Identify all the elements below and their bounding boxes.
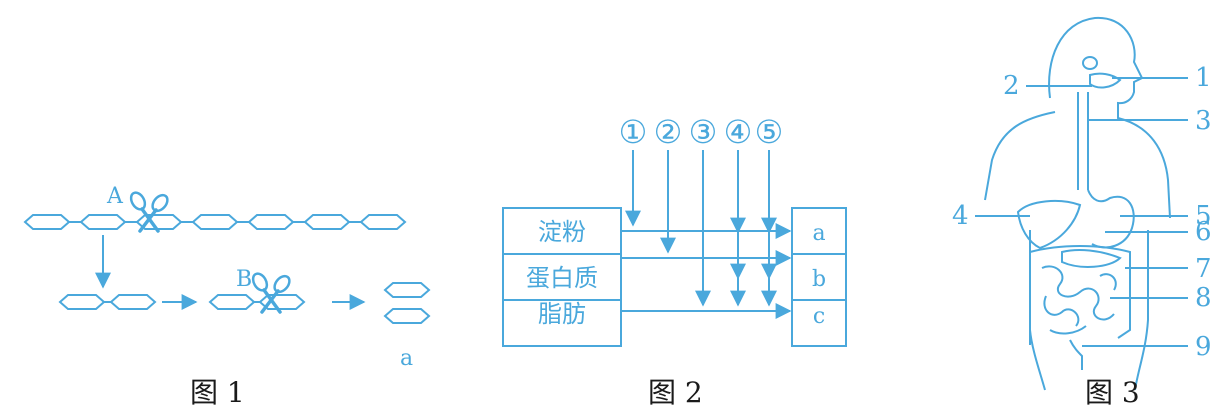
nutrient-label-starch: 淀粉 (538, 218, 586, 246)
product-label-a: a (400, 346, 413, 371)
organ-label-3: 3 (1195, 106, 1212, 136)
figure-2-caption: 图 2 (648, 376, 703, 409)
glucose-molecules (384, 282, 430, 324)
oral-cavity (1089, 72, 1122, 89)
scissor-label-a: A (106, 184, 124, 209)
rectum (1069, 339, 1083, 370)
organ-label-4: 4 (952, 201, 969, 231)
product-box-c (791, 299, 847, 347)
enzyme-label-3: ③ (689, 113, 718, 151)
product-label-a: a (812, 221, 825, 246)
figure-3 (975, 16, 1188, 391)
organ-label-9: 9 (1195, 332, 1212, 362)
enzyme-label-5: ⑤ (755, 113, 784, 151)
figure-2: 淀粉 蛋白质 脂肪 a b c ① ② ③ ④ ⑤ 图 2 (502, 113, 847, 409)
figure-1: A B a 图 1 (24, 184, 430, 409)
scissors-icon (126, 188, 173, 233)
figure-3-labels: 1 2 3 4 5 6 7 8 9 图 3 (952, 63, 1212, 409)
small-intestine (1041, 265, 1117, 335)
scissors-icon (248, 269, 295, 314)
body-outline (984, 16, 1171, 391)
organ-label-8: 8 (1195, 283, 1212, 313)
organ-label-6: 6 (1195, 217, 1212, 247)
starch-chain (24, 214, 406, 230)
large-intestine (1029, 245, 1131, 345)
salivary-gland (1082, 56, 1098, 70)
maltose-chain-1 (59, 294, 156, 310)
pancreas (1061, 249, 1122, 268)
esophagus (1077, 92, 1089, 190)
organ-label-2: 2 (1003, 71, 1020, 101)
nutrient-label-fat: 脂肪 (538, 300, 586, 328)
product-label-c: c (813, 304, 825, 329)
maltose-chain-2 (209, 294, 305, 310)
enzyme-label-4: ④ (724, 113, 753, 151)
organ-label-1: 1 (1195, 63, 1212, 93)
stomach (1087, 189, 1135, 249)
organ-label-5: 5 (1195, 201, 1212, 231)
enzyme-label-2: ② (654, 113, 683, 151)
figure-1-caption: 图 1 (190, 376, 245, 409)
figure-3-caption: 图 3 (1085, 376, 1140, 409)
scissor-label-b: B (236, 267, 252, 292)
organ-label-7: 7 (1195, 254, 1212, 284)
enzyme-label-1: ① (619, 113, 648, 151)
nutrient-label-protein: 蛋白质 (526, 264, 598, 292)
liver (1016, 200, 1082, 250)
product-label-b: b (812, 267, 826, 292)
nutrient-box-fat (502, 299, 622, 347)
